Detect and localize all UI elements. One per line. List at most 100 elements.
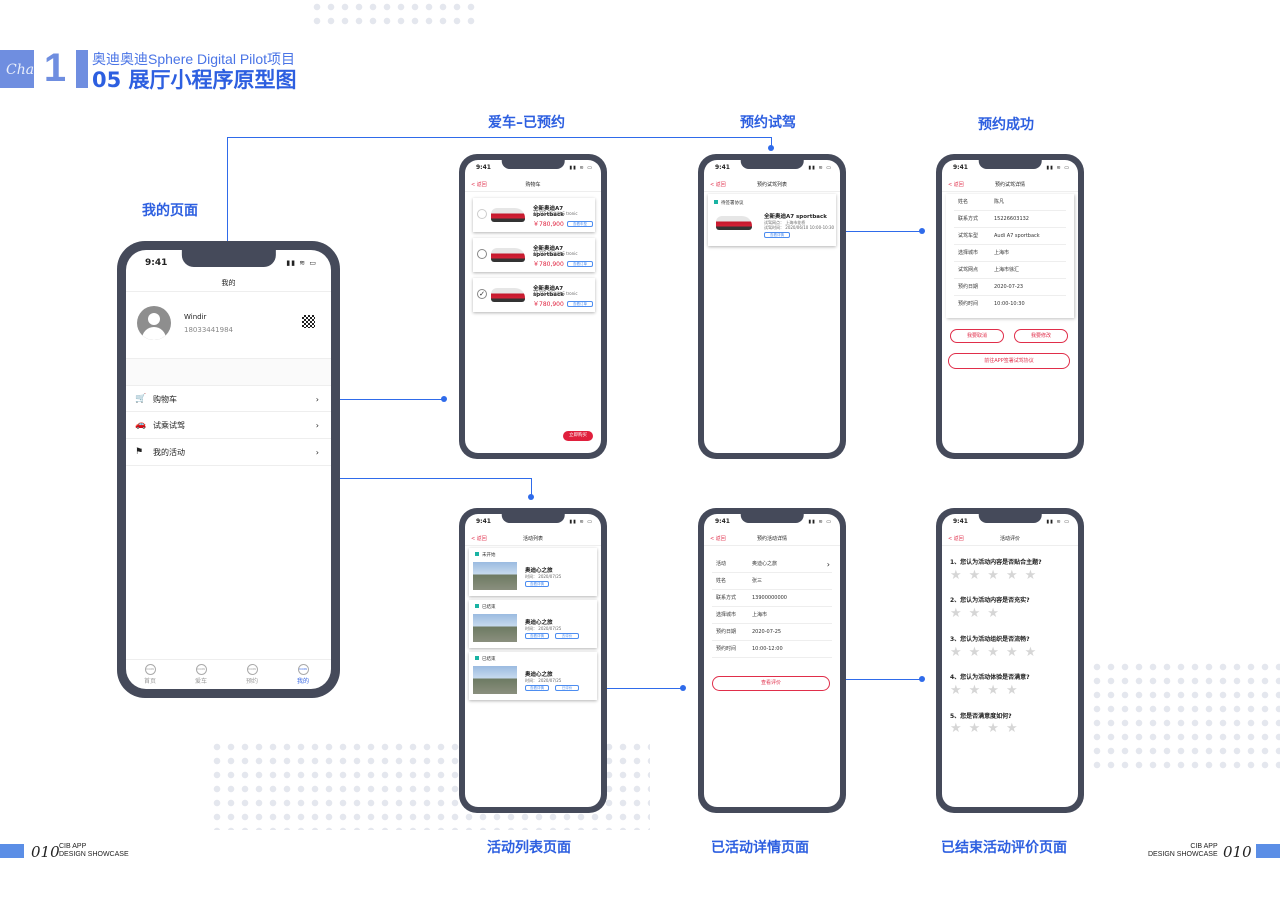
connector-dot	[528, 494, 534, 500]
star-rating[interactable]: ★★★★	[950, 721, 1025, 736]
chevron-right-icon: ›	[826, 560, 830, 569]
cart-item[interactable]: ✓ 全新奥迪A7 sportback 40 TFSI 豪华型 S tronic …	[473, 278, 595, 312]
buy-now-button[interactable]: 立即购买	[563, 431, 593, 441]
activity-image	[473, 666, 517, 694]
detail-button[interactable]: 查看详情	[525, 581, 549, 587]
chevron-right-icon: ›	[315, 421, 319, 430]
page-number-right: 010	[1223, 843, 1252, 861]
detail-button[interactable]: 查看详情	[764, 232, 790, 238]
car-image	[716, 216, 752, 230]
chapter-number: 1	[34, 46, 76, 90]
activity-card[interactable]: 已结束 奥迪心之旅 时间： 2020/07/25 查看详情 已评价	[469, 652, 597, 700]
connector	[318, 399, 444, 400]
view-review-button[interactable]: 查看评价	[712, 676, 830, 691]
cart-item[interactable]: 全新奥迪A7 sportback 40 TFSI 豪华型 S tronic ￥7…	[473, 238, 595, 272]
label-my-page: 我的页面	[142, 203, 198, 219]
connector	[227, 137, 771, 138]
label-activity-review: 已结束活动评价页面	[941, 840, 1067, 856]
connector-dot	[441, 396, 447, 402]
nav-title: 预约活动详情	[756, 536, 787, 542]
connector	[830, 231, 922, 232]
radio-unchecked[interactable]	[477, 209, 487, 219]
back-button[interactable]: < 返回	[471, 536, 487, 542]
question: 4、您认为活动体验是否满意?	[950, 674, 1030, 681]
status-icons: ▮▮ ≋ ▭	[1046, 519, 1070, 525]
car-image	[491, 288, 525, 302]
detail-row[interactable]: 活动奥迪心之旅›	[712, 556, 832, 573]
phone-activity-detail: 9:41 ▮▮ ≋ ▭ < 返回预约活动详情 活动奥迪心之旅› 姓名张三 联系方…	[698, 508, 846, 813]
nav-title: 我的	[126, 274, 331, 292]
qr-code-icon[interactable]	[302, 315, 315, 328]
status-time: 9:41	[715, 518, 730, 525]
car-image	[491, 248, 525, 262]
back-button[interactable]: < 返回	[710, 182, 726, 188]
tab-icon: ICON	[246, 664, 258, 675]
star-rating[interactable]: ★★★★★	[950, 568, 1044, 583]
user-phone: 18033441984	[184, 326, 233, 334]
view-button[interactable]: 查看车型	[567, 221, 593, 227]
radio-checked[interactable]: ✓	[477, 289, 487, 299]
status-time: 9:41	[715, 164, 730, 171]
activity-card[interactable]: 已结束 奥迪心之旅 时间： 2020/07/25 查看详情 去评价	[469, 600, 597, 648]
test-drive-card[interactable]: 待签署协议 全新奥迪A7 sportback 试驾网点： 上海市花桥 试驾时间：…	[708, 194, 836, 246]
menu-item-activities[interactable]: ⚑ 我的活动 ›	[126, 439, 331, 466]
tab-icon: ICON	[195, 664, 207, 675]
star-rating[interactable]: ★★★★	[950, 683, 1025, 698]
nav-title: 预约试驾列表	[756, 182, 787, 188]
back-button[interactable]: < 返回	[710, 536, 726, 542]
activity-card[interactable]: 未开始 奥迪心之旅 时间： 2020/07/25 查看详情	[469, 548, 597, 596]
sign-agreement-button[interactable]: 前往APP签署试驾协议	[948, 353, 1070, 369]
cancel-button[interactable]: 我要取消	[950, 329, 1004, 343]
phone-activity-review: 9:41 ▮▮ ≋ ▭ < 返回活动评价 1、您认为活动内容是否贴合主题? ★★…	[936, 508, 1084, 813]
label-car-booked: 爱车–已预约	[488, 115, 565, 131]
detail-button[interactable]: 查看详情	[525, 633, 549, 639]
phone-my-page: 9:41 ▮▮ ≋ ▭ 我的 Windir 18033441984 🛒 购物车 …	[117, 241, 340, 698]
decor-dots-right	[1090, 660, 1280, 770]
back-button[interactable]: < 返回	[948, 536, 964, 542]
page-number-left: 010	[31, 843, 60, 861]
label-activity-detail: 已活动详情页面	[711, 840, 809, 856]
connector-dot	[919, 676, 925, 682]
modify-button[interactable]: 我要修改	[1014, 329, 1068, 343]
menu-label: 购物车	[153, 395, 177, 404]
view-order-button[interactable]: 查看订单	[567, 301, 593, 307]
cart-item[interactable]: 全新奥迪A7 sportback 40 TFSI 豪华型 S tronic ￥7…	[473, 198, 595, 232]
activity-image	[473, 614, 517, 642]
status-time: 9:41	[476, 164, 491, 171]
car-image	[491, 208, 525, 222]
flag-icon: ⚑	[135, 447, 144, 457]
reviewed-button[interactable]: 已评价	[555, 685, 579, 691]
chevron-right-icon: ›	[315, 448, 319, 457]
phone-cart: 9:41 ▮▮ ≋ ▭ < 返回购物车 全新奥迪A7 sportback 40 …	[459, 154, 607, 459]
detail-row: 姓名张三	[712, 573, 832, 590]
star-rating[interactable]: ★★★★★	[950, 645, 1044, 660]
star-rating[interactable]: ★★★	[950, 606, 1006, 621]
nav-title: 预约试驾详情	[994, 182, 1025, 188]
detail-button[interactable]: 查看详情	[525, 685, 549, 691]
car-icon: 🚗	[135, 420, 147, 430]
back-button[interactable]: < 返回	[471, 182, 487, 188]
chevron-right-icon: ›	[315, 395, 319, 404]
view-order-button[interactable]: 查看订单	[567, 261, 593, 267]
radio-unchecked[interactable]	[477, 249, 487, 259]
review-button[interactable]: 去评价	[555, 633, 579, 639]
menu-item-cart[interactable]: 🛒 购物车 ›	[126, 385, 331, 412]
status-tag: 已结束	[475, 604, 496, 610]
status-time: 9:41	[145, 258, 168, 268]
back-button[interactable]: < 返回	[948, 182, 964, 188]
menu-item-test-drive[interactable]: 🚗 试乘试驾 ›	[126, 412, 331, 439]
tab-icon: ICON	[297, 664, 309, 675]
connector-dot	[680, 685, 686, 691]
connector	[590, 688, 684, 689]
nav-title: 活动评价	[999, 536, 1020, 542]
